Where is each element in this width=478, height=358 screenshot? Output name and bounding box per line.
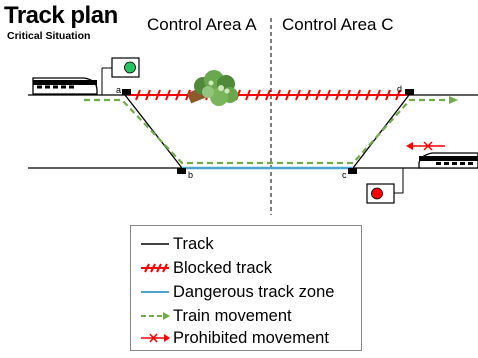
blocked-hatch: [345, 89, 351, 101]
blocked-hatch: [165, 89, 171, 101]
blocked-hatch: [275, 89, 281, 101]
blocked-hatch: [385, 89, 391, 101]
control-area-a-label: Control Area A: [147, 15, 257, 34]
control-area-c-label: Control Area C: [282, 15, 394, 34]
blocked-hatch: [155, 89, 161, 101]
legend-track-label: Track: [173, 234, 214, 253]
blocked-hatch: [335, 89, 341, 101]
blocked-hatch: [265, 89, 271, 101]
blocked-hatch: [395, 89, 401, 101]
blocked-hatch: [355, 89, 361, 101]
switch-c-marker: [348, 168, 357, 174]
switch-d-marker: [405, 89, 414, 95]
blocked-track: [128, 89, 406, 101]
legend-item-blocked: Blocked track: [139, 257, 272, 279]
blocked-hatch: [305, 89, 311, 101]
blocked-hatch: [295, 89, 301, 101]
blocked-hatch: [365, 89, 371, 101]
signal-top-left: [101, 57, 140, 95]
legend-movement-label: Train movement: [173, 306, 292, 325]
prohibited-movement-arrow: [406, 141, 445, 151]
switch-c-label: c: [342, 170, 347, 180]
blocked-hatch: [135, 89, 141, 101]
crossover-right: [352, 94, 410, 169]
track-diagram: a b c d: [28, 18, 478, 215]
train-movement-path: [84, 98, 450, 165]
train-left: [32, 77, 98, 95]
legend-track-symbol: [141, 243, 169, 245]
train-right: [418, 152, 478, 169]
switch-a-marker: [122, 89, 131, 95]
legend-item-prohibited: Prohibited movement: [139, 327, 329, 349]
switch-b-label: b: [188, 170, 193, 180]
legend-item-movement: Train movement: [139, 305, 292, 327]
blocked-hatch: [375, 89, 381, 101]
legend-blocked-symbol: [141, 263, 169, 273]
signal-green-light: [124, 61, 136, 74]
blocked-hatch: [175, 89, 181, 101]
switch-b-marker: [177, 168, 186, 174]
blocked-hatch: [245, 89, 251, 101]
legend-prohibited-label: Prohibited movement: [173, 328, 329, 347]
blocked-hatch: [315, 89, 321, 101]
blocked-hatch: [145, 89, 151, 101]
train-movement-arrowhead: [449, 96, 458, 104]
fallen-tree-icon: [187, 70, 238, 106]
legend-blocked-label: Blocked track: [173, 258, 273, 277]
blocked-hatch: [255, 89, 261, 101]
legend-danger-symbol: [141, 291, 169, 293]
switch-d-label: d: [397, 84, 402, 94]
blocked-hatch: [325, 89, 331, 101]
legend-danger-label: Dangerous track zone: [173, 282, 335, 301]
legend-item-track: Track: [139, 233, 214, 255]
subtitle: Critical Situation: [7, 30, 91, 42]
signal-red-light: [371, 187, 383, 200]
legend: Track Blocked track Dangerous track zone…: [130, 225, 362, 351]
legend-item-danger: Dangerous track zone: [139, 281, 334, 303]
legend-prohibited-symbol: [141, 333, 170, 343]
title: Track plan: [4, 2, 118, 29]
legend-movement-symbol: [141, 312, 170, 320]
signal-bottom-right: [366, 168, 404, 204]
blocked-hatch: [285, 89, 291, 101]
switch-a-label: a: [116, 85, 121, 95]
